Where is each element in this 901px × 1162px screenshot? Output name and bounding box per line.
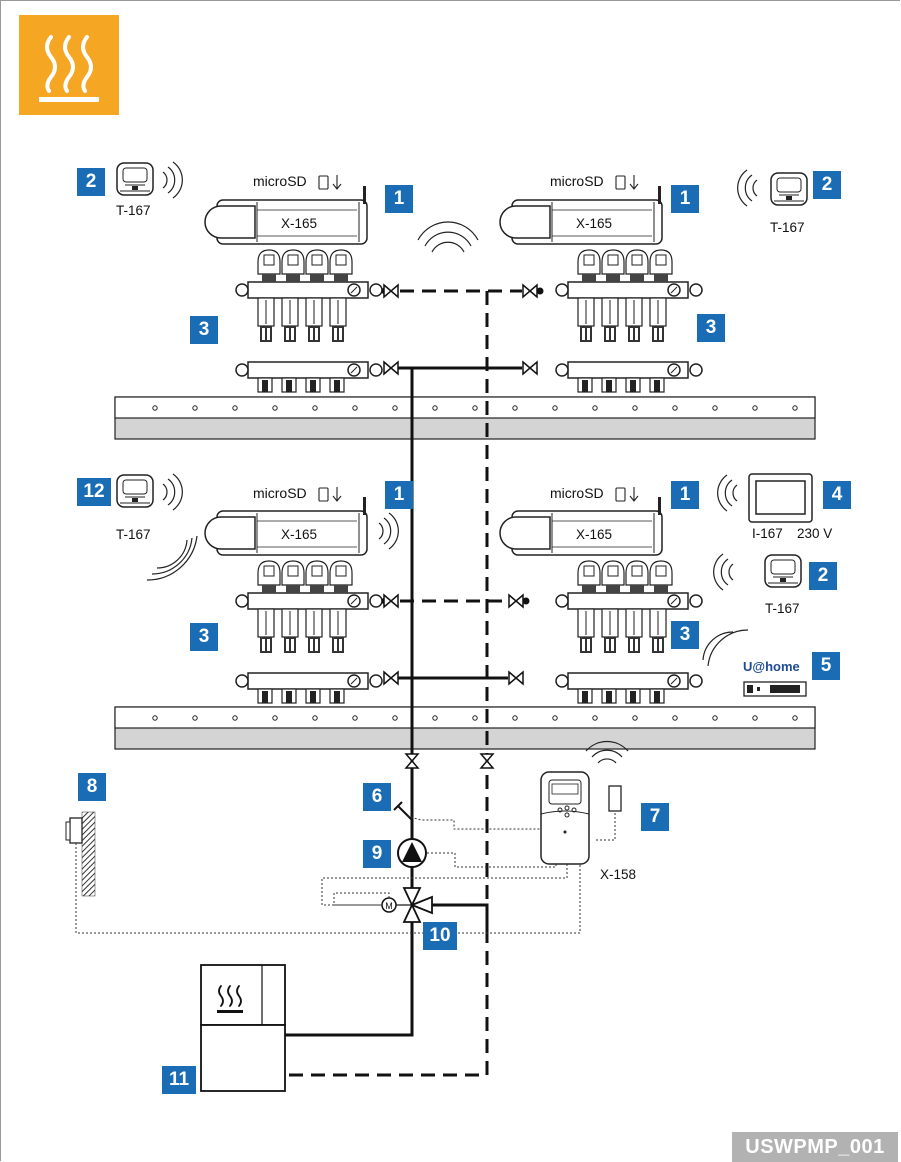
badge-11: 11 (162, 1066, 196, 1094)
badge-2: 2 (809, 562, 837, 590)
badge-3: 3 (697, 314, 725, 342)
figure-code: USWPMP_001 (732, 1132, 898, 1162)
thermostat-upper-right (770, 172, 808, 206)
mixing-valve: M (381, 887, 433, 923)
microsd-icons (318, 175, 639, 502)
badge-3: 3 (671, 621, 699, 649)
gateway-device (743, 681, 807, 697)
badge-5: 5 (812, 652, 840, 680)
thermostat-upper-left (116, 162, 154, 196)
floor-upper (114, 396, 816, 440)
circulation-pump (397, 838, 427, 868)
badge-3: 3 (190, 316, 218, 344)
thermostat-label-4: T-167 (765, 601, 800, 616)
thermostat-label-3: T-167 (116, 527, 151, 542)
badge-6: 6 (363, 783, 391, 811)
heating-logo (19, 15, 119, 115)
room-sensor (608, 785, 622, 812)
controller-label-1: X-165 (281, 216, 318, 231)
badge-1: 1 (671, 185, 699, 213)
microsd-label-4: microSD (550, 485, 604, 501)
heat-controller-label: X-158 (600, 867, 637, 882)
supply-pipe (285, 366, 522, 1037)
manifold-valves (381, 284, 544, 685)
boiler (200, 964, 286, 1092)
control-wiring (75, 811, 616, 934)
return-pipe (285, 289, 522, 1077)
manifold-upper-left (236, 250, 382, 392)
controller-x165-lower-right (499, 496, 663, 556)
thermostat-label-1: T-167 (116, 203, 151, 218)
thermostat-lower-right (764, 554, 802, 588)
heat-controller-x158 (540, 771, 590, 865)
badge-1: 1 (385, 481, 413, 509)
badge-9: 9 (363, 840, 391, 868)
controller-label-3: X-165 (281, 527, 318, 542)
interface-voltage: 230 V (797, 526, 833, 541)
controller-x165-upper-left (204, 185, 368, 245)
badge-2: 2 (813, 171, 841, 199)
badge-10: 10 (423, 922, 457, 950)
microsd-label-3: microSD (253, 485, 307, 501)
badge-2: 2 (77, 168, 105, 196)
interface-label: I-167 (752, 526, 783, 541)
interface-i167 (748, 473, 813, 523)
thermostat-lower-left (116, 474, 154, 508)
isolation-valves (405, 753, 494, 769)
badge-1: 1 (385, 185, 413, 213)
manifold-upper-right (556, 250, 702, 392)
heating-icon (39, 35, 99, 102)
badge-3: 3 (190, 623, 218, 651)
controller-x165-lower-left (204, 496, 368, 556)
svg-text:M: M (385, 901, 393, 911)
controller-x165-upper-right (499, 185, 663, 245)
microsd-label-2: microSD (550, 173, 604, 189)
badge-1: 1 (671, 481, 699, 509)
microsd-label-1: microSD (253, 173, 307, 189)
controller-label-2: X-165 (576, 216, 613, 231)
outdoor-sensor (65, 811, 96, 897)
thermostat-label-2: T-167 (770, 220, 805, 235)
badge-4: 4 (823, 481, 851, 509)
gateway-brand: U@home (743, 659, 800, 674)
supply-sensor (393, 801, 413, 821)
manifold-lower-left (236, 561, 382, 703)
badge-7: 7 (641, 803, 669, 831)
badge-12: 12 (77, 478, 111, 506)
controller-label-4: X-165 (576, 527, 613, 542)
floor-lower (114, 706, 816, 750)
badge-8: 8 (78, 773, 106, 801)
radio-waves (146, 161, 758, 764)
